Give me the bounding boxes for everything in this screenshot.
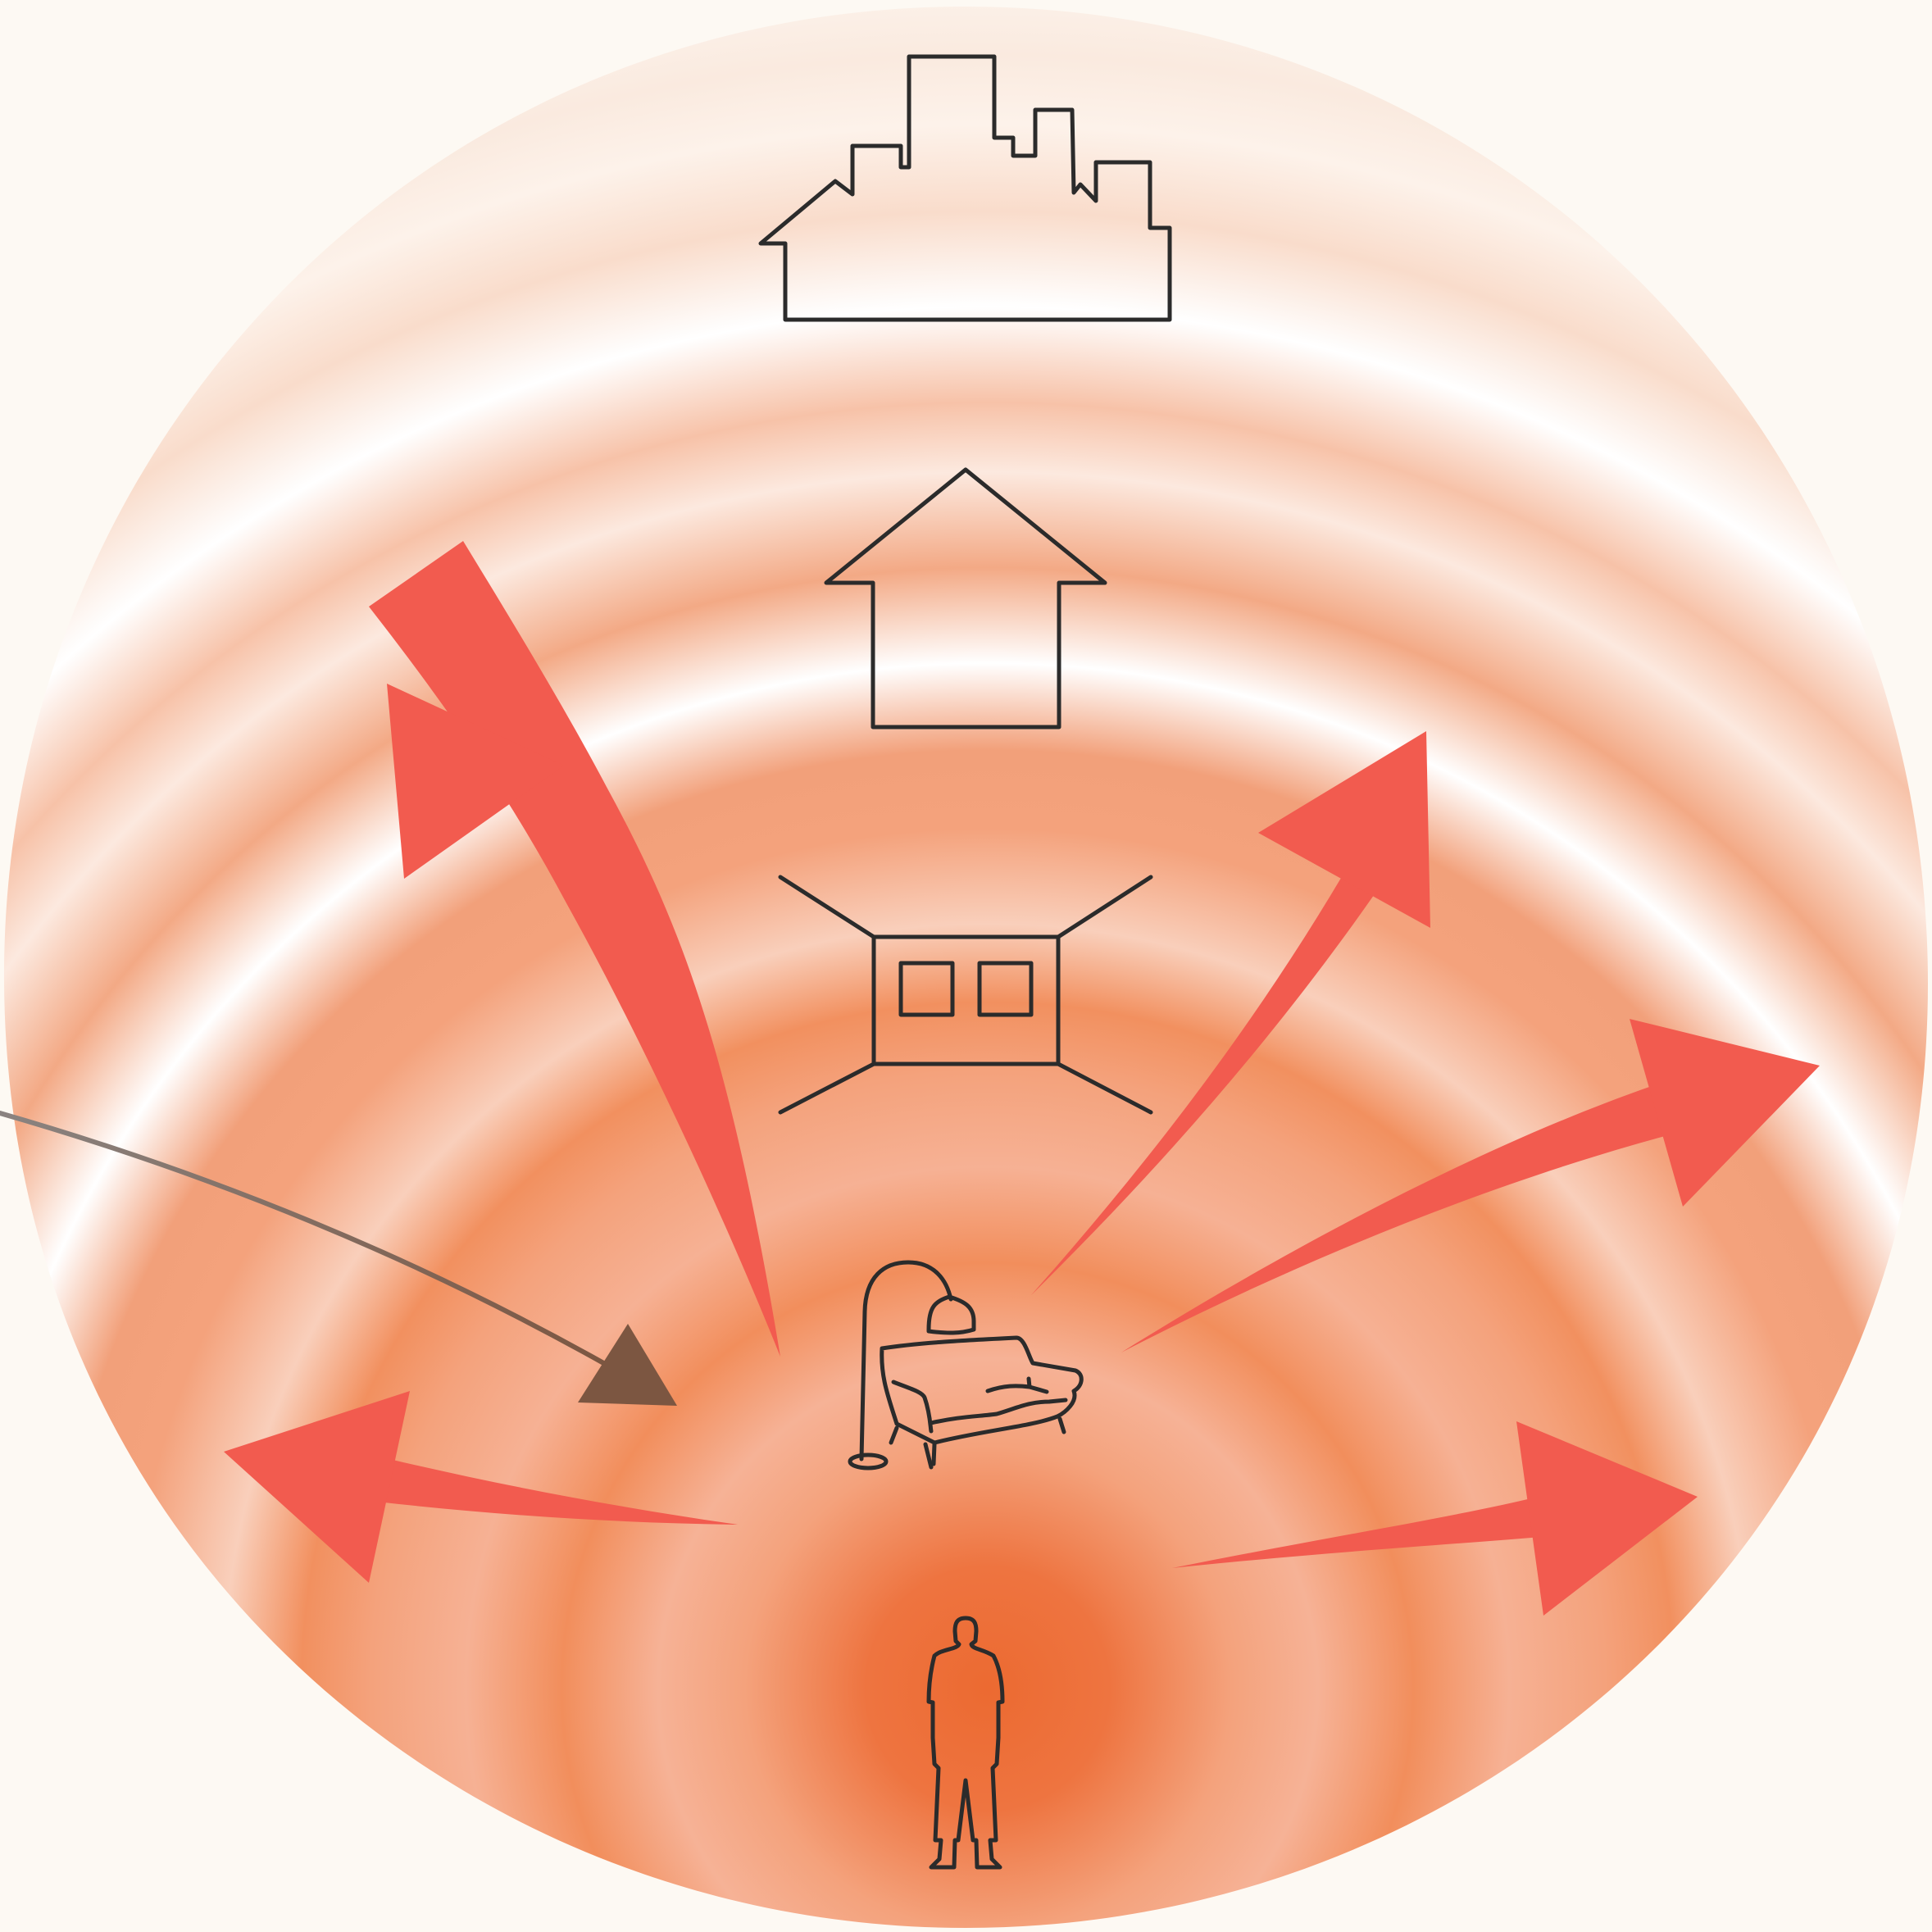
concentric-rings [4,7,1928,1928]
